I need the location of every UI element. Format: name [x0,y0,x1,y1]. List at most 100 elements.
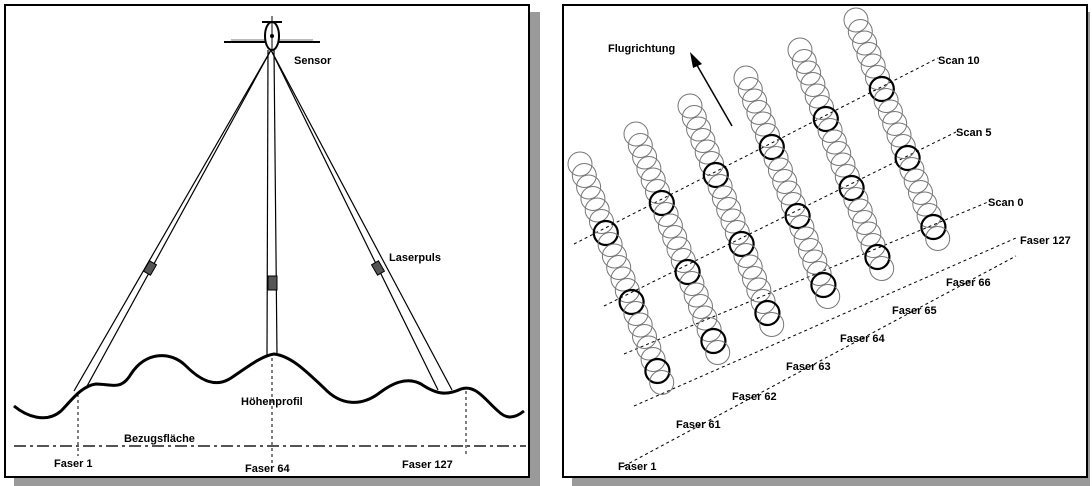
fiber-circle [754,299,781,327]
faser-1-right-label: Faser 1 [618,461,657,473]
fiber-circle [873,88,899,113]
faser-62-label: Faser 62 [732,391,777,403]
fiber-circle [865,65,890,90]
fiber-circle [791,49,817,74]
fiber-circle [657,213,683,239]
fiber-circle [759,312,785,337]
fiber-circle [644,357,671,385]
fiber-circle [686,116,712,142]
lidar-profile-diagram: Sensor Laserpuls Höhenprofil Bezugsfläch… [13,16,526,475]
fiber-circle [681,105,707,130]
fiber-circle [894,144,921,172]
fiber-column [677,93,785,337]
flugrichtung-label: Flugrichtung [608,43,675,55]
fiber-circle [920,213,947,241]
fiber-circle [700,327,727,355]
fiber-circle [662,225,688,250]
fiber-drop-lines [77,358,467,464]
laser-pulse-left [142,260,158,276]
fiber-circle [780,192,806,217]
fiber-circle [601,243,627,269]
fiber-circle [707,174,733,199]
fiber-circle [908,180,933,205]
fiber-circle [733,243,759,268]
fiber-circle [864,243,891,271]
fiber-circle [640,167,666,193]
faser-64-right-label: Faser 64 [840,333,886,345]
fiber-circle [755,123,780,148]
fiber-circle [817,118,843,143]
fiber-circle [618,288,645,316]
fiber-column [567,151,675,395]
fiber-circle [592,219,619,247]
sensor-label: Sensor [294,55,332,67]
fiber-circle [677,93,703,119]
fiber-circle [728,230,755,258]
fiber-circle [614,278,640,303]
aircraft-icon [224,16,320,51]
fiber-circle [877,99,903,125]
fiber-circle [903,168,929,194]
fiber-circle [694,139,720,165]
fiber-circle [692,305,718,331]
fiber-circle [649,370,675,395]
fiber-circle [847,198,873,224]
fiber-circle [702,161,729,189]
fiber-circle [733,65,759,91]
fiber-circle [567,151,593,177]
fiber-circle [589,209,614,234]
fiber-circle [838,174,865,202]
fiber-circle [746,100,772,125]
fiber-circle [627,312,653,338]
fiber-circle [826,141,852,166]
laser-beams [73,49,453,392]
fiber-circle [711,185,737,211]
faser-63-label: Faser 63 [786,361,831,373]
laser-pulse-center [267,275,278,291]
fiber-circle [636,335,662,361]
fiber-circle [847,19,873,44]
fiber-circle [724,220,750,245]
fiber-circle [843,187,869,212]
fiber-circle [750,111,776,137]
fiber-circle [886,122,912,148]
fiber-circle [860,53,886,79]
fiber-circle [784,202,811,230]
fiber-circle [742,88,768,114]
flight-direction-arrow [690,52,733,127]
fiber-circle [576,174,602,200]
fiber-circle [776,180,802,206]
fiber-circle [772,169,798,194]
fiber-scan-pattern: Flugrichtung Scan 10 Scan 5 Scan 0 Faser… [567,7,1071,473]
fiber-circle [899,157,925,182]
fiber-circle [640,347,666,372]
laser-pulse-right [370,260,386,276]
fiber-circle [787,37,813,63]
fiber-circle [636,156,662,181]
fiber-circle [804,83,830,109]
scan-line [573,57,939,245]
fiber-circle [666,236,692,262]
fiber-circle [653,202,679,227]
fiber-circle [812,105,839,133]
fiber-circle [912,191,938,217]
fiber-circle [860,233,886,258]
fiber-circle [793,226,819,252]
fiber-circle [696,317,722,342]
fiber-circle [815,284,841,309]
fiber-circle [830,152,856,178]
fiber-circle [720,208,746,234]
fiber-circle [648,189,675,217]
fiber-circle [645,179,670,204]
height-profile-curve [13,352,525,420]
fiber-column [787,37,895,281]
scan-line [623,255,1017,467]
fiber-circle [580,186,606,211]
faser-66-label: Faser 66 [946,277,991,289]
bezugsflaeche-label: Bezugsfläche [124,433,195,445]
laserpuls-label: Laserpuls [389,252,441,264]
fiber-circle [571,163,597,188]
fiber-circle [852,210,877,235]
fiber-circle [750,289,776,314]
scan-lines [573,57,1017,467]
